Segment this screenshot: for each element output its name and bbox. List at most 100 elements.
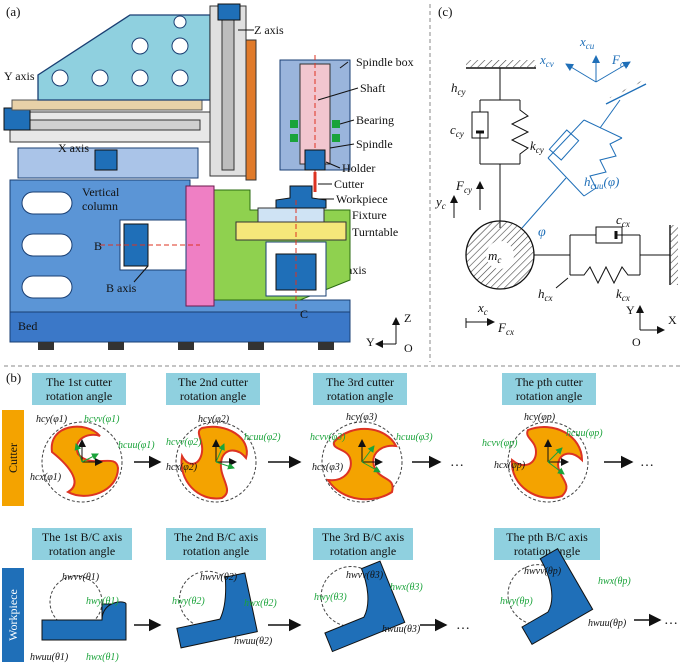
svg-text:hwy(θp): hwy(θp) bbox=[500, 596, 533, 607]
shaft-label: Shaft bbox=[360, 81, 386, 95]
svg-text:The 2nd cutter: The 2nd cutter bbox=[178, 375, 248, 389]
svg-text:ccx: ccx bbox=[616, 212, 630, 229]
column-slots bbox=[21, 191, 73, 299]
svg-text:φ: φ bbox=[538, 225, 546, 240]
svg-text:rotation angle: rotation angle bbox=[327, 389, 393, 403]
workpiece-label: Workpiece bbox=[336, 192, 388, 206]
holder-label: Holder bbox=[342, 161, 375, 175]
svg-text:hcuu(φ1): hcuu(φ1) bbox=[118, 440, 155, 451]
svg-text:hwuu(θp): hwuu(θp) bbox=[588, 618, 627, 629]
svg-text:hcx(φp): hcx(φp) bbox=[494, 460, 526, 471]
svg-text:mc: mc bbox=[488, 248, 501, 265]
svg-text:hcuu(φ3): hcuu(φ3) bbox=[396, 432, 433, 443]
workpiece-title-boxes: The 1st B/C axis rotation angle The 2nd … bbox=[32, 528, 600, 560]
svg-text:rotation angle: rotation angle bbox=[49, 544, 115, 558]
svg-text:hcy(φ2): hcy(φ2) bbox=[198, 414, 230, 425]
svg-text:X: X bbox=[668, 313, 677, 327]
turntable-label: Turntable bbox=[352, 225, 398, 239]
svg-text:…: … bbox=[640, 455, 654, 470]
row-label-workpiece-box bbox=[2, 568, 24, 662]
panel-b-label: (b) bbox=[6, 370, 21, 385]
b-axis-label: B axis bbox=[106, 281, 137, 295]
column-label: column bbox=[82, 199, 118, 213]
svg-text:hcuu(φ2): hcuu(φ2) bbox=[244, 432, 281, 443]
fixture-label: Fixture bbox=[352, 208, 387, 222]
z-axis-label: Z axis bbox=[254, 23, 284, 37]
z-axis-screw bbox=[221, 19, 235, 171]
svg-text:Y: Y bbox=[626, 303, 635, 317]
row-label-cutter: Cutter bbox=[6, 443, 20, 473]
z-axis-head-holes bbox=[51, 15, 189, 87]
panel-a: (a) Bed Vertical column X axis Y axis bbox=[3, 3, 414, 355]
svg-text:The 3rd B/C axis: The 3rd B/C axis bbox=[322, 530, 405, 544]
c-rotation-label: C bbox=[300, 307, 308, 321]
workpiece-labels: hwvv(θ1) hwy(θ1) hwx(θ1) hwuu(θ1) hwvv(θ… bbox=[30, 566, 631, 663]
svg-text:hwx(θ2): hwx(θ2) bbox=[244, 598, 277, 609]
svg-text:hcy(φp): hcy(φp) bbox=[524, 412, 556, 423]
svg-text:Z: Z bbox=[404, 311, 411, 325]
svg-text:hcx(φ1): hcx(φ1) bbox=[30, 472, 62, 483]
panel-c: (c) hcy ccy kcy Fcy yc mc bbox=[434, 4, 678, 349]
svg-text:yc: yc bbox=[434, 194, 446, 211]
svg-text:hcvv(φ2): hcvv(φ2) bbox=[166, 437, 202, 448]
svg-text:…: … bbox=[450, 455, 464, 470]
svg-text:hwx(θ3): hwx(θ3) bbox=[390, 582, 423, 593]
svg-text:hcuu(φp): hcuu(φp) bbox=[566, 428, 603, 439]
svg-text:xc: xc bbox=[477, 300, 488, 317]
workpiece-flow-arrows bbox=[134, 613, 662, 632]
svg-text:Fcu: Fcu bbox=[611, 52, 629, 69]
svg-text:…: … bbox=[664, 613, 678, 628]
row-label-cutter-box bbox=[2, 410, 24, 506]
svg-text:The 1st B/C axis: The 1st B/C axis bbox=[42, 530, 123, 544]
y-axis-label: Y axis bbox=[4, 69, 35, 83]
spindle-label: Spindle bbox=[356, 137, 393, 151]
svg-text:O: O bbox=[404, 341, 413, 355]
b-rotation-label: B bbox=[94, 239, 102, 253]
cutter-shapes bbox=[41, 421, 589, 503]
svg-text:Fcx: Fcx bbox=[497, 320, 514, 337]
spindle-box-label: Spindle box bbox=[356, 55, 414, 69]
panel-a-label: (a) bbox=[6, 4, 20, 19]
svg-text:rotation angle: rotation angle bbox=[514, 544, 580, 558]
svg-text:Fcy: Fcy bbox=[455, 178, 472, 195]
svg-text:xcu: xcu bbox=[579, 34, 595, 51]
svg-text:hcx: hcx bbox=[538, 286, 553, 303]
svg-text:The 3rd cutter: The 3rd cutter bbox=[326, 375, 394, 389]
panel-b: (b) Cutter Workpiece The 1st cutter rota… bbox=[2, 370, 678, 663]
bed bbox=[9, 311, 351, 343]
x-axis-nut bbox=[94, 149, 118, 171]
svg-text:rotation angle: rotation angle bbox=[516, 389, 582, 403]
svg-text:hwx(θp): hwx(θp) bbox=[598, 576, 631, 587]
vertical-label: Vertical bbox=[82, 185, 120, 199]
y-axis-screw bbox=[29, 119, 201, 131]
svg-text:ccy: ccy bbox=[450, 122, 464, 139]
fixture bbox=[257, 207, 325, 223]
svg-text:hcx(φ3): hcx(φ3) bbox=[312, 462, 344, 473]
svg-text:hcy: hcy bbox=[451, 80, 466, 97]
svg-text:hwvv(θp): hwvv(θp) bbox=[524, 566, 562, 577]
svg-text:The 1st cutter: The 1st cutter bbox=[46, 375, 112, 389]
workpiece bbox=[275, 185, 327, 209]
cutter-title-boxes: The 1st cutter rotation angle The 2nd cu… bbox=[32, 373, 596, 405]
svg-text:hwuu(θ2): hwuu(θ2) bbox=[234, 636, 273, 647]
x-axis-label: X axis bbox=[58, 141, 89, 155]
svg-text:rotation angle: rotation angle bbox=[183, 544, 249, 558]
svg-text:hwvv(θ2): hwvv(θ2) bbox=[200, 572, 238, 583]
y-axis-motor bbox=[3, 107, 31, 131]
svg-text:hwvv(θ1): hwvv(θ1) bbox=[62, 572, 100, 583]
bed-label: Bed bbox=[18, 319, 37, 333]
svg-text:hcvv(φ3): hcvv(φ3) bbox=[310, 432, 346, 443]
cuu-spring-damper bbox=[521, 83, 647, 229]
svg-text:hcvv(φp): hcvv(φp) bbox=[482, 438, 518, 449]
b-axis-disc bbox=[185, 185, 215, 307]
z-axis-head bbox=[37, 14, 211, 101]
svg-text:The 2nd B/C axis: The 2nd B/C axis bbox=[174, 530, 259, 544]
svg-text:xcv: xcv bbox=[539, 52, 554, 69]
workpiece-shapes bbox=[41, 548, 594, 653]
bearing-label: Bearing bbox=[356, 113, 394, 127]
svg-text:O: O bbox=[632, 335, 641, 349]
spindle-bearings bbox=[290, 120, 340, 142]
svg-text:rotation angle: rotation angle bbox=[330, 544, 396, 558]
turntable bbox=[235, 221, 347, 241]
